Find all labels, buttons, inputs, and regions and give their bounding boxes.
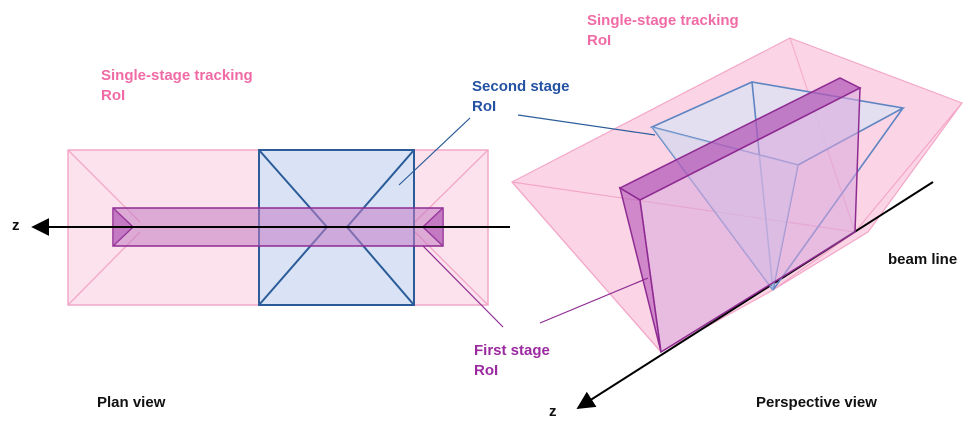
- plan-view: [31, 117, 510, 328]
- perspective-beam-line: [576, 181, 934, 409]
- perspective-view: [511, 37, 963, 409]
- perspective-first-stage-leader: [539, 277, 649, 324]
- plan-single-stage-label-line1: Single-stage tracking: [101, 67, 253, 84]
- plan-z-axis-label: z: [12, 217, 20, 234]
- plan-first-stage-leader: [422, 245, 504, 328]
- first-stage-label: First stage RoI: [474, 341, 550, 381]
- plan-view-title: Plan view: [97, 394, 166, 411]
- perspective-single-stage-label-line1: Single-stage tracking: [587, 12, 739, 29]
- second-stage-label: Second stage RoI: [472, 77, 570, 117]
- perspective-single-stage-label-line2: RoI: [587, 32, 612, 49]
- perspective-z-axis-label: z: [549, 403, 557, 420]
- second-stage-label-line2: RoI: [472, 98, 497, 115]
- beam-line-label: beam line: [888, 251, 958, 268]
- perspective-view-title: Perspective view: [756, 394, 877, 411]
- first-stage-label-line1: First stage: [474, 342, 550, 359]
- perspective-single-stage-label: Single-stage tracking RoI: [587, 11, 739, 51]
- perspective-second-stage-leader: [517, 114, 656, 136]
- second-stage-label-line1: Second stage: [472, 78, 570, 95]
- plan-second-stage-leader: [398, 117, 471, 186]
- perspective-first-stage-roi: [618, 77, 862, 354]
- plan-single-stage-label: Single-stage tracking RoI: [101, 66, 253, 106]
- plan-single-stage-label-line2: RoI: [101, 87, 126, 104]
- first-stage-label-line2: RoI: [474, 362, 499, 379]
